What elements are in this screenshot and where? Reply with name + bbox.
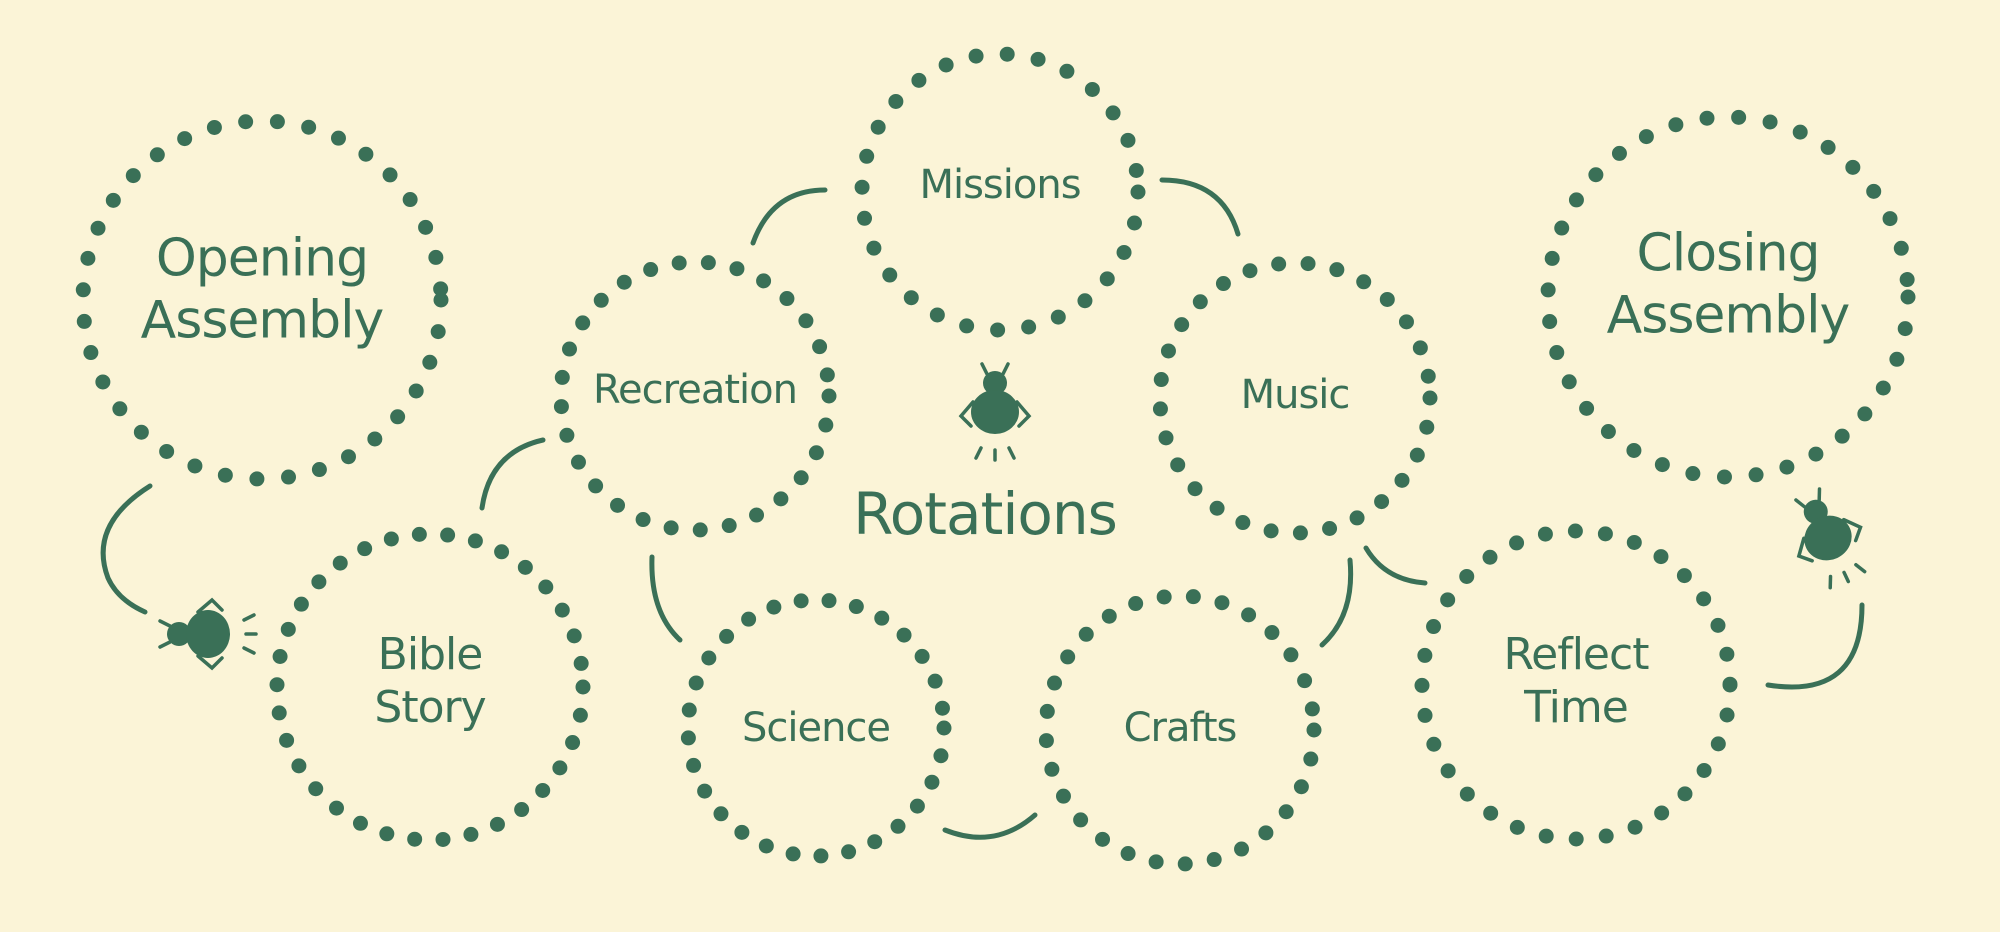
connector-opening-bible [100, 483, 153, 615]
node-label-bible-story: Bible Story [374, 629, 486, 733]
node-label-missions: Missions [919, 162, 1081, 208]
ring-closing-assembly [1540, 109, 1916, 485]
ring-crafts [1038, 588, 1322, 872]
ring-bible-story [269, 526, 591, 848]
connector-recreation-science [649, 554, 683, 643]
ring-opening-assembly [75, 113, 449, 487]
ring-reflect-time [1414, 523, 1738, 847]
ring-music [1152, 255, 1438, 541]
connector-recreation-missions [750, 187, 828, 246]
connector-music-reflect [1363, 545, 1428, 586]
node-label-crafts: Crafts [1123, 705, 1238, 751]
firefly-icon [1794, 487, 1867, 590]
node-label-recreation: Recreation [593, 367, 798, 413]
node-label-science: Science [741, 705, 891, 751]
connector-science-crafts [942, 812, 1038, 840]
node-label-opening-assembly: Opening Assembly [140, 228, 385, 351]
ring-recreation [553, 254, 837, 538]
ring-missions [854, 46, 1146, 338]
connector-crafts-music [1319, 557, 1354, 648]
firefly-icon [958, 362, 1032, 462]
center-label-rotations: Rotations [853, 480, 1118, 548]
ring-science [680, 592, 952, 864]
connector-missions-music [1159, 177, 1241, 237]
node-label-reflect-time: Reflect Time [1503, 629, 1650, 733]
firefly-icon [158, 597, 258, 671]
node-label-closing-assembly: Closing Assembly [1606, 223, 1851, 346]
connector-bible-recreation [479, 437, 546, 511]
connector-reflect-closing [1765, 602, 1865, 690]
node-label-music: Music [1240, 372, 1351, 418]
